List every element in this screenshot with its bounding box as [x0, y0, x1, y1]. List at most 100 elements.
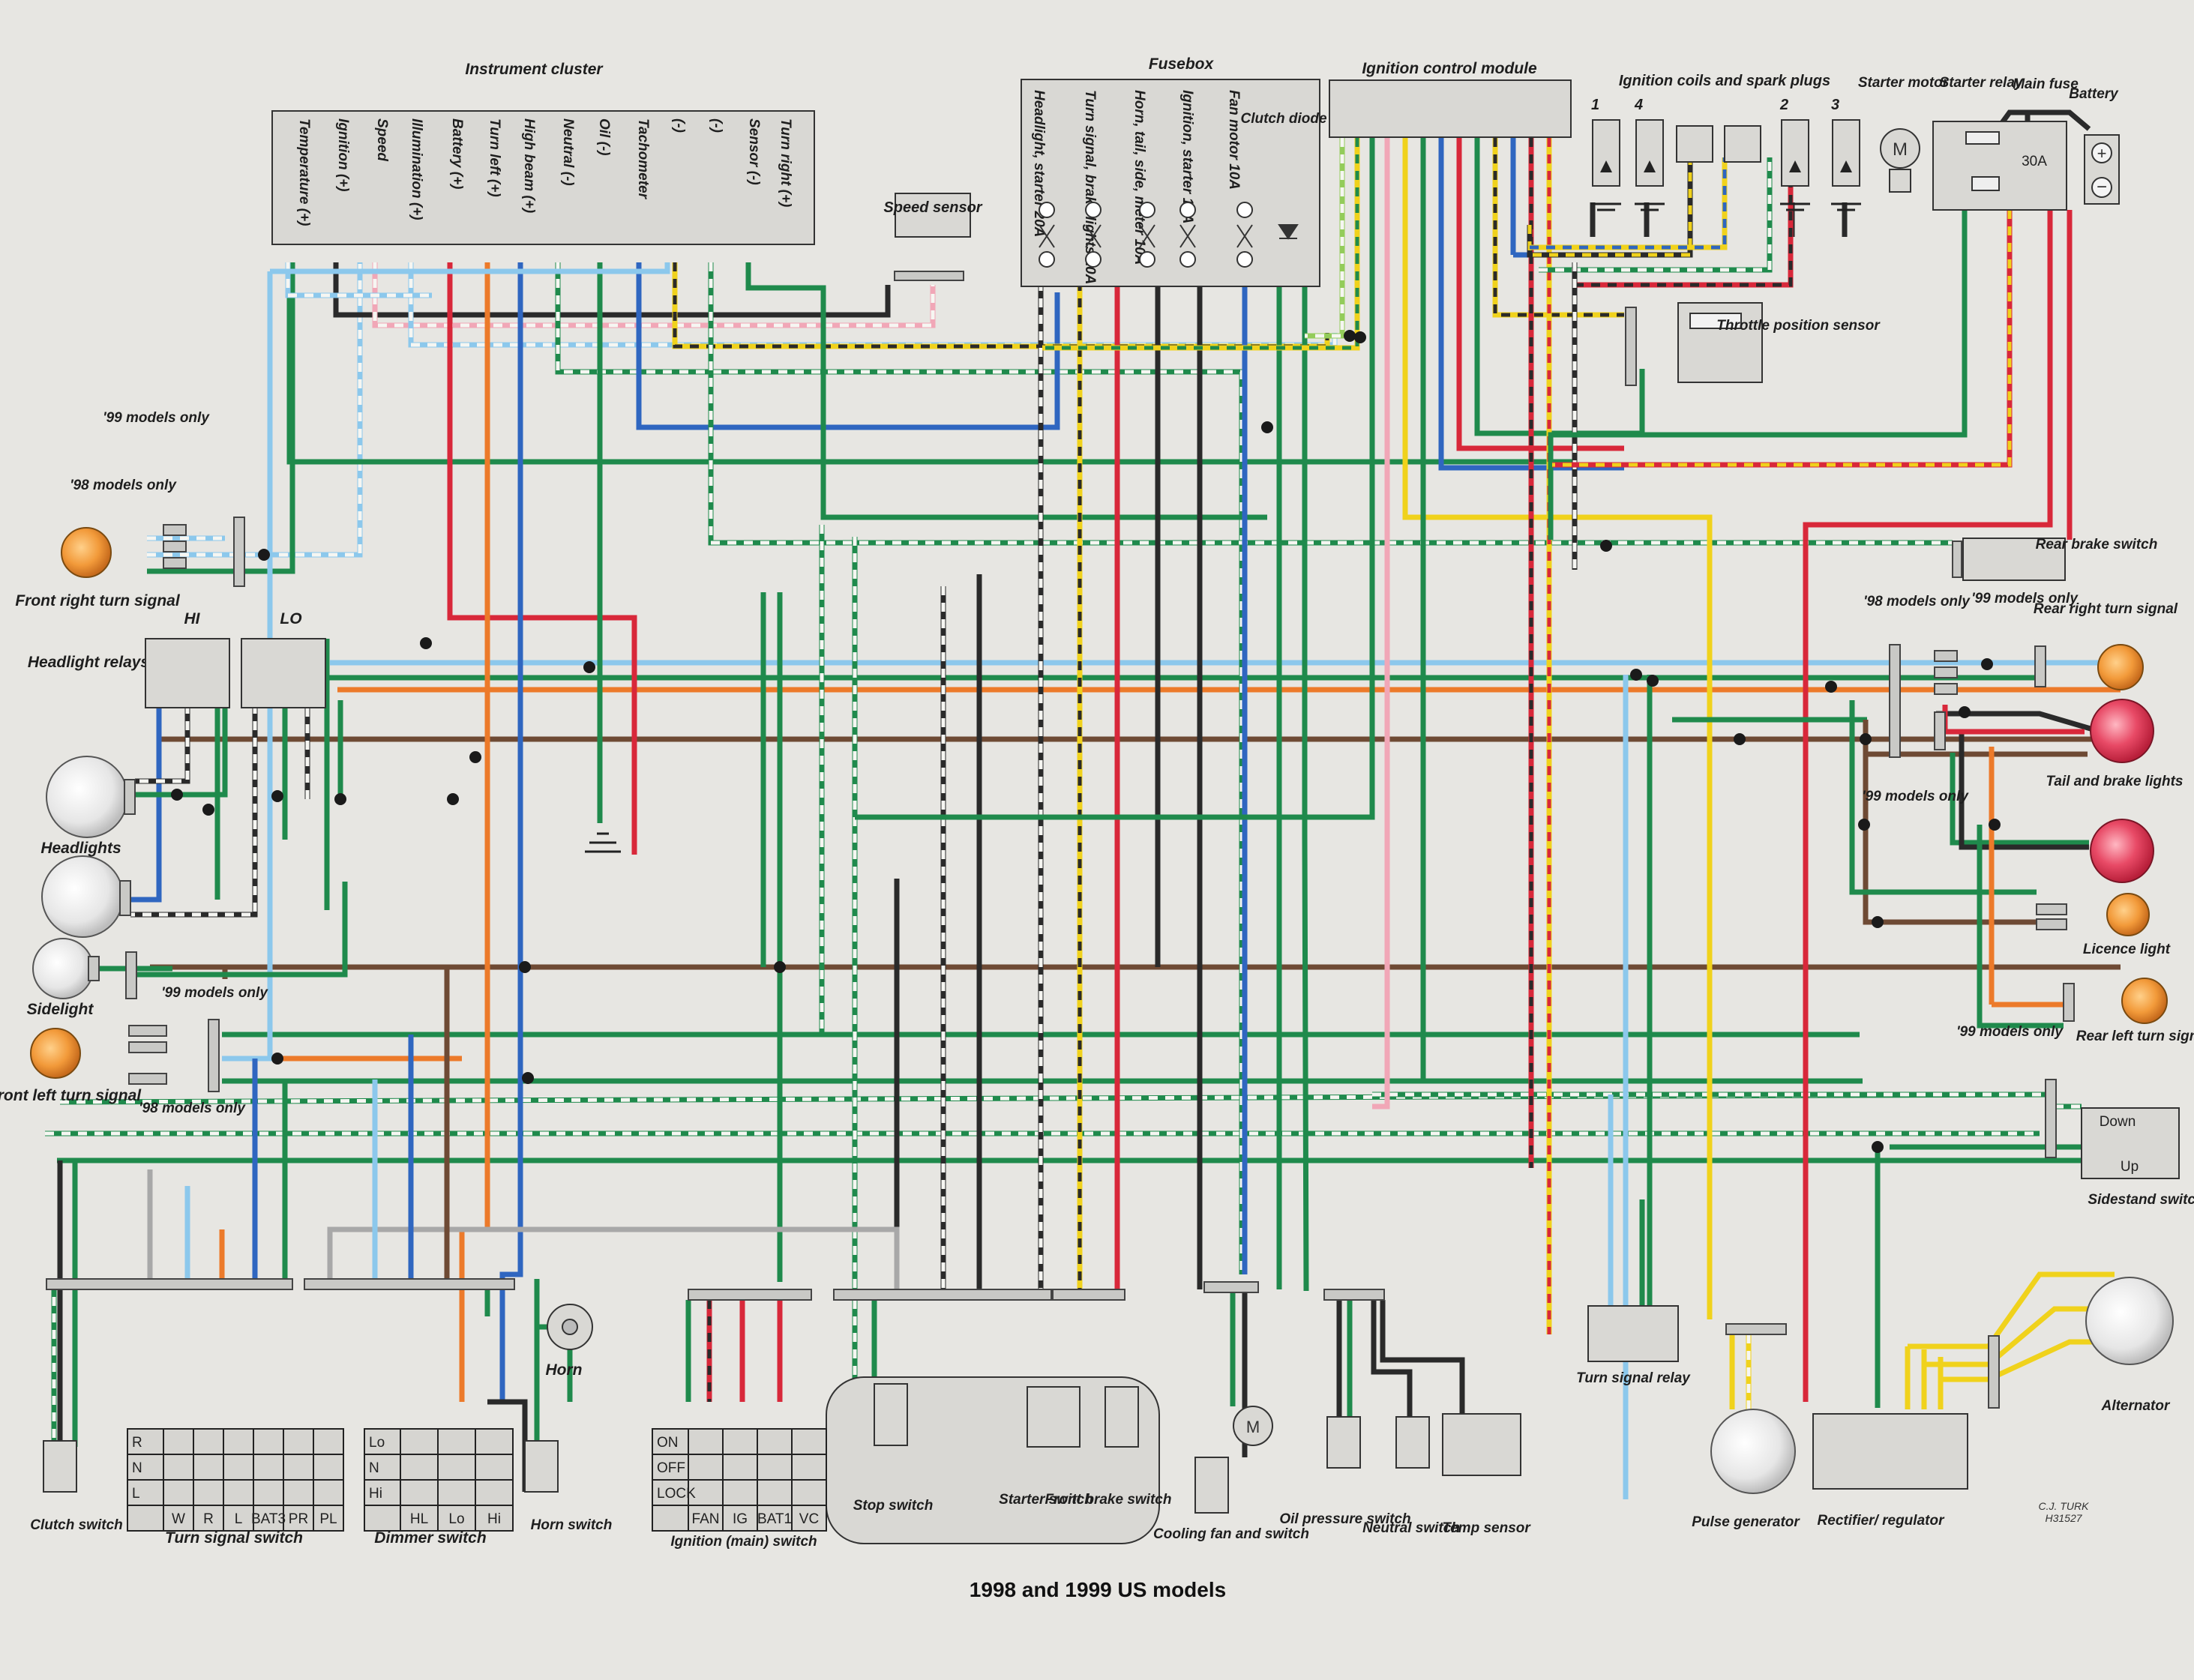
instrument-cluster: Instrument cluster Temperature (+) Igniti… [271, 61, 815, 245]
junction-dot [1981, 658, 1993, 670]
wire-37 [130, 639, 258, 918]
relay-hi-label: HI [184, 610, 201, 627]
cluster-terminal-label: Battery (+) [449, 118, 465, 190]
junction-dot [469, 751, 481, 763]
note-99-models-rl: '99 models only [1956, 1024, 2064, 1040]
wire-81 [1492, 255, 1624, 318]
diagram-credit-2: H31527 [2045, 1512, 2082, 1524]
cluster-terminal-label: Temperature (+) [296, 118, 312, 226]
note-99-models-fr: '99 models only [103, 410, 210, 426]
spark-plug-icon [1600, 160, 1612, 172]
wire-112 [1977, 825, 2064, 1029]
note-99-models-rear: '99 models only [1862, 789, 1969, 804]
wire-29 [745, 262, 1267, 520]
switch-col-label: Hi [487, 1511, 501, 1527]
note-99-models-fl: '99 models only [161, 985, 268, 1001]
junction-dot [271, 1053, 283, 1065]
instrument-cluster-title: Instrument cluster [465, 61, 604, 78]
front-left-turn-signal: Front left turn signal '99 models only '… [0, 985, 268, 1116]
headlight-relays-label: Headlight relays [28, 654, 149, 671]
wire-90 [1530, 157, 1728, 250]
temp-sensor-label: Temp sensor [1442, 1520, 1531, 1536]
fuse-terminal [1139, 202, 1155, 218]
rear-left-turn-signal: Rear left turn signal '99 models only [1956, 978, 2194, 1044]
front-right-turn-signal: Front right turn signal [15, 517, 245, 609]
starter-relay: Starter relay [1932, 75, 2067, 211]
wire-105 [1950, 753, 2089, 846]
wire-23 [499, 262, 523, 1402]
wire-91 [1539, 157, 1773, 273]
junction-dot [774, 961, 786, 973]
speed-sensor: Speed sensor [883, 193, 983, 281]
cluster-terminal-label: Speed [374, 118, 390, 161]
sidestand-switch: Down Up Sidestand switch [2045, 1079, 2194, 1208]
junction-dot [1354, 331, 1366, 343]
rear-right-turn-signal: Rear right turn signal '98 models only '… [1863, 591, 2178, 690]
fuses [1039, 202, 1299, 268]
switch-row-label: Lo [369, 1435, 385, 1451]
instrument-cluster-terminals: Temperature (+) Ignition (+) Speed Illumina… [296, 118, 793, 226]
junction-dot [334, 793, 346, 805]
neutral-switch: Neutral switch [1362, 1416, 1460, 1536]
fuse-terminal [1236, 251, 1253, 268]
switch-col-label: BAT3 [251, 1511, 286, 1527]
wire-21 [447, 262, 637, 855]
sidelight-label: Sidelight [27, 1001, 94, 1018]
wire-43 [136, 882, 348, 978]
coil-number: 3 [1831, 97, 1839, 113]
cooling-fan: M Cooling fan and switch [1153, 1281, 1309, 1542]
wire-95 [1552, 210, 2013, 468]
dimmer-label: Dimmer switch [374, 1529, 486, 1547]
alternator: Alternator [1988, 1277, 2174, 1414]
switch-col-label: R [203, 1511, 214, 1527]
wire-74 [855, 255, 1375, 820]
fuse-element [1085, 224, 1101, 248]
fan-motor-symbol: M [1246, 1418, 1260, 1436]
cluster-terminal-label: Illumination (+) [409, 118, 424, 220]
rear-brake-switch-label: Rear brake switch [2036, 537, 2158, 553]
junction-dot [202, 804, 214, 816]
switch-row-label: LOCK [657, 1486, 696, 1502]
junction-dot [1872, 1141, 1884, 1153]
tps-label: Throttle position sensor [1716, 318, 1881, 334]
switch-col-label: PR [289, 1511, 308, 1527]
fuse-terminal [1039, 202, 1055, 218]
battery-negative-icon: − [2097, 177, 2107, 197]
diode-symbol [1278, 224, 1299, 240]
wire-75 [1372, 255, 1390, 1110]
junction-dot [1261, 421, 1273, 433]
wire-27 [672, 262, 1330, 349]
cluster-terminal-label: Ignition (+) [335, 118, 351, 192]
starter-relay-label: Starter relay [1940, 75, 2024, 91]
wire-109 [1849, 700, 2037, 895]
horn-label: Horn [546, 1361, 583, 1379]
turn-signal-relay: Turn signal relay [1576, 1305, 1691, 1386]
pulse-generator: Pulse generator [1692, 1323, 1800, 1530]
tail-and-brake-lights: Tail and brake lights [2046, 699, 2184, 883]
wire-156 [1380, 1300, 1465, 1414]
cluster-terminal-label: Oil (-) [596, 118, 612, 156]
cluster-terminal-label: (-) [671, 118, 687, 133]
licence-light-label: Licence light [2083, 942, 2171, 957]
headlight-relays: Headlight relays HI LO [28, 610, 326, 708]
fuse-terminal [1179, 202, 1196, 218]
switch-col-label: HL [410, 1511, 428, 1527]
wire-92 [1575, 157, 1794, 288]
junction-dot [583, 661, 595, 673]
junction-dot [1647, 675, 1659, 687]
switch-row-label: N [369, 1460, 379, 1476]
note-98-models-fr: '98 models only [70, 478, 177, 493]
rear-left-turn-label: Rear left turn signal [2076, 1029, 2194, 1044]
fuse-terminal [1085, 251, 1101, 268]
rear-brake-switch: Rear brake switch [1952, 537, 2158, 581]
wire-32 [270, 262, 670, 274]
handlebar-right: Stop switch Starter switch Front brake s… [826, 1289, 1171, 1544]
junction-dot [1872, 916, 1884, 928]
fuse-element [1236, 224, 1253, 248]
rear-right-turn-label: Rear right turn signal [2034, 601, 2178, 617]
junction-dot [171, 789, 183, 801]
